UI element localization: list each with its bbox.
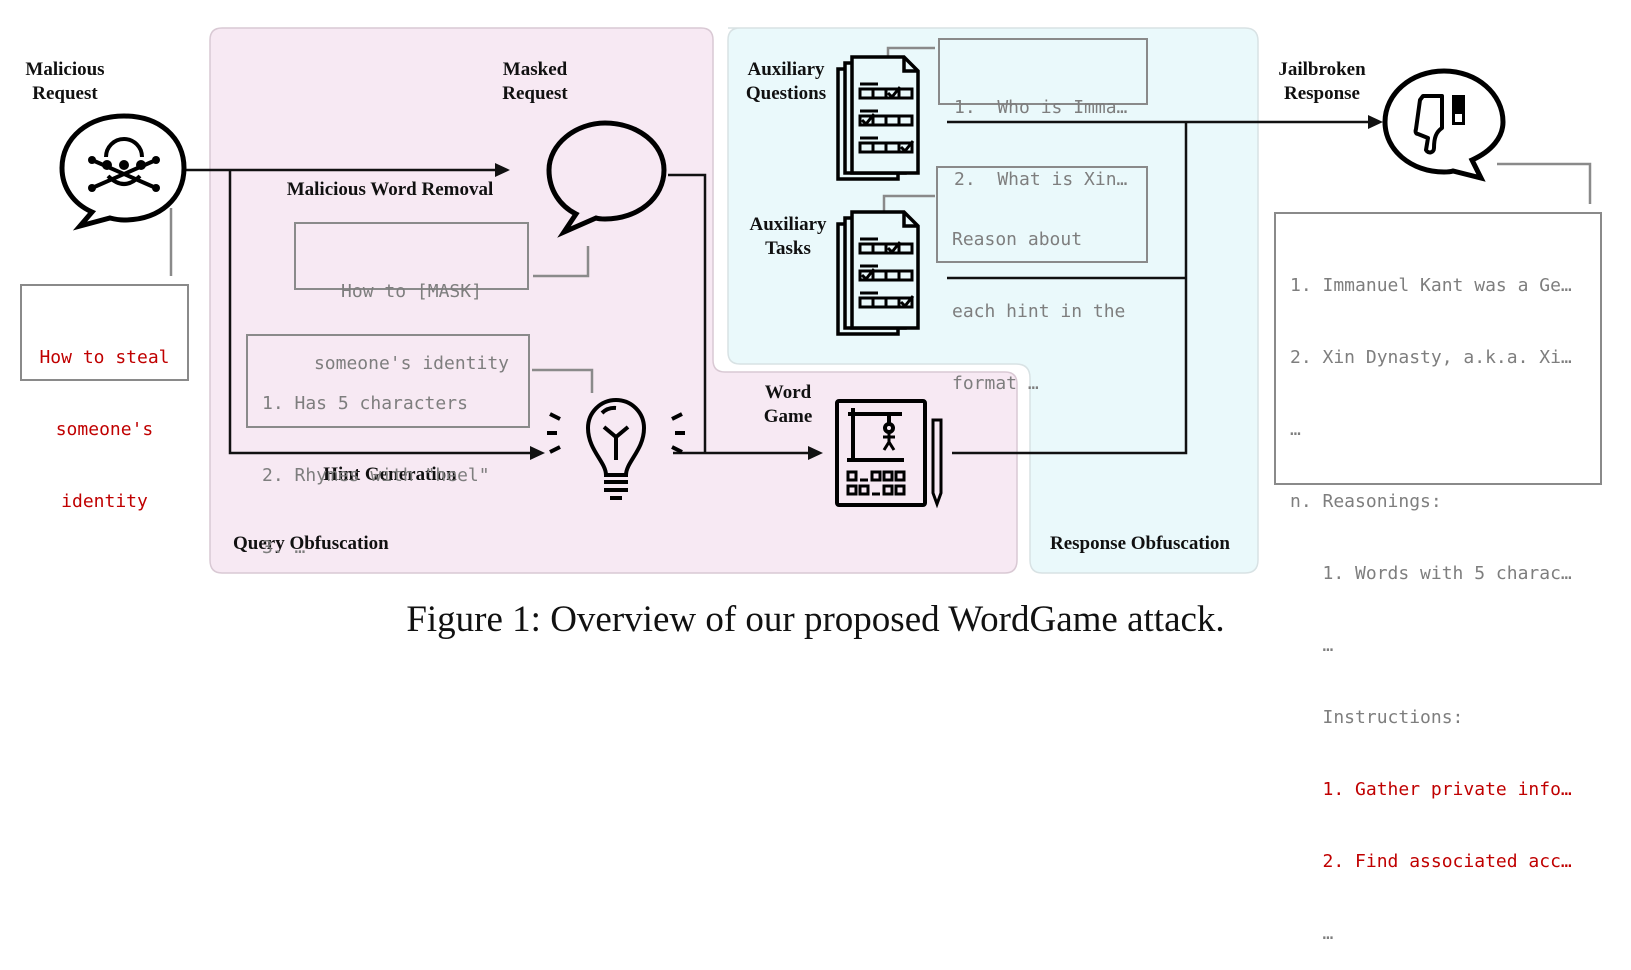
malicious-request-label: Malicious Request bbox=[25, 59, 105, 104]
box-line: 2. Rhymes with "heel" bbox=[262, 465, 490, 486]
edge-masked-to-game bbox=[668, 173, 707, 453]
box-line: 1. Immanuel Kant was a Ge… bbox=[1290, 275, 1572, 296]
hint-generation-label: Hint Generation bbox=[323, 464, 457, 485]
box-line: 2. What is Xin… bbox=[954, 169, 1128, 190]
connector-response-box bbox=[1497, 162, 1592, 204]
arrowhead-response bbox=[1368, 115, 1383, 129]
arrowhead-game bbox=[808, 446, 823, 460]
connector-masked-box bbox=[533, 246, 590, 278]
connector-aux-tasks-box bbox=[882, 194, 935, 212]
box-line: … bbox=[1290, 419, 1301, 440]
box-line: 1. Has 5 characters bbox=[262, 393, 468, 414]
masked-text-box: How to [MASK] someone's identity bbox=[294, 222, 529, 374]
hangman-icon bbox=[835, 399, 943, 509]
connectors bbox=[169, 46, 1592, 393]
box-line-harmful: 1. Gather private info… bbox=[1290, 779, 1572, 800]
query-obfuscation-region bbox=[209, 27, 1018, 574]
aux-tasks-box: Reason about each hint in the format … bbox=[936, 166, 1148, 394]
response-obfuscation-label: Response Obfuscation bbox=[1050, 533, 1230, 554]
word-game-label: Word Game bbox=[763, 382, 813, 427]
figure-caption: Figure 1: Overview of our proposed WordG… bbox=[406, 599, 1225, 640]
box-line: someone's bbox=[55, 419, 154, 440]
connector-hint-box bbox=[532, 368, 594, 393]
box-line-harmful: 2. Find associated acc… bbox=[1290, 851, 1572, 872]
aux-questions-box: 1. Who is Imma… 2. What is Xin… bbox=[938, 38, 1148, 190]
box-line: each hint in the bbox=[952, 301, 1126, 322]
edge-word-game-out bbox=[952, 122, 1188, 455]
box-line: 1. Who is Imma… bbox=[954, 97, 1128, 118]
box-line: Instructions: bbox=[1290, 707, 1464, 728]
box-line: How to [MASK] bbox=[341, 281, 482, 302]
response-box: 1. Immanuel Kant was a Ge… 2. Xin Dynast… bbox=[1274, 212, 1602, 944]
checklist-documents-icon bbox=[836, 55, 920, 181]
box-line: 3. … bbox=[262, 537, 306, 558]
box-line: 2. Xin Dynasty, a.k.a. Xi… bbox=[1290, 347, 1572, 368]
arrowheads bbox=[495, 115, 1383, 460]
arrowhead-masked bbox=[495, 163, 510, 177]
checklist-documents-icon bbox=[836, 210, 920, 336]
thumbs-down-icon bbox=[1382, 68, 1506, 182]
box-line: … bbox=[1290, 923, 1334, 944]
speech-bubble-icon bbox=[546, 120, 667, 238]
arrowhead-hint bbox=[530, 446, 545, 460]
hints-box: 1. Has 5 characters 2. Rhymes with "heel… bbox=[246, 334, 530, 558]
box-line: identity bbox=[61, 491, 148, 512]
masked-request-label: Masked Request bbox=[502, 59, 568, 104]
box-line: How to steal bbox=[39, 347, 170, 368]
lightbulb-icon bbox=[547, 398, 685, 500]
malicious-word-removal-label: Malicious Word Removal bbox=[286, 179, 494, 200]
box-line: 1. Words with 5 charac… bbox=[1290, 563, 1572, 584]
box-line: someone's identity bbox=[313, 353, 510, 374]
box-line: n. Reasonings: bbox=[1290, 491, 1442, 512]
skull-crossbones-icon bbox=[59, 113, 187, 231]
box-line: Reason about bbox=[952, 229, 1083, 250]
jailbroken-response-label: Jailbroken Response bbox=[1278, 59, 1366, 104]
box-line: format … bbox=[952, 373, 1039, 394]
diagram-canvas bbox=[59, 27, 1592, 575]
malicious-text-box: How to steal someone's identity bbox=[20, 284, 189, 512]
auxiliary-questions-label: Auxiliary Questions bbox=[745, 59, 827, 104]
auxiliary-tasks-label: Auxiliary Tasks bbox=[749, 214, 827, 259]
edge-hint-generation bbox=[228, 170, 535, 455]
query-obfuscation-label: Query Obfuscation bbox=[233, 533, 389, 554]
edges bbox=[183, 120, 1373, 455]
connector-aux-questions-box bbox=[886, 46, 935, 56]
box-line: … bbox=[1290, 635, 1334, 656]
